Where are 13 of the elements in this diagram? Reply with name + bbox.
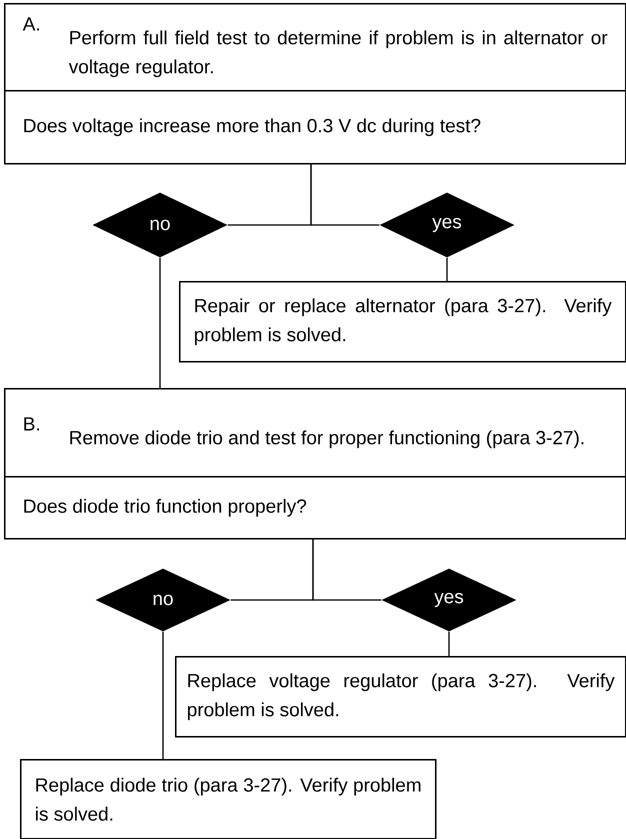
step-box: Repair or replace alternator (para 3-27). Verify problem is solved. xyxy=(179,281,626,362)
step-box: Does diode trio function properly? xyxy=(4,476,626,540)
connector-line xyxy=(159,258,161,388)
step-box: A. Perform full field test to determine if problem is in alternator or voltage regulator. xyxy=(4,3,626,92)
connector-line xyxy=(312,540,382,601)
connector-line xyxy=(446,258,448,281)
connector-line xyxy=(310,164,380,226)
connector-line xyxy=(448,632,450,656)
step-box: Does voltage increase more than 0.3 V dc during test? xyxy=(4,90,626,164)
step-box: B. Remove diode trio and test for proper functioning (para 3-27). xyxy=(4,388,626,478)
step-box: Replace voltage regulator (para 3-27). Verify problem is solved. xyxy=(175,656,626,738)
step-box: Replace diode trio (para 3-27). Verify problem is solved. xyxy=(20,759,436,839)
connector-line xyxy=(162,632,164,759)
